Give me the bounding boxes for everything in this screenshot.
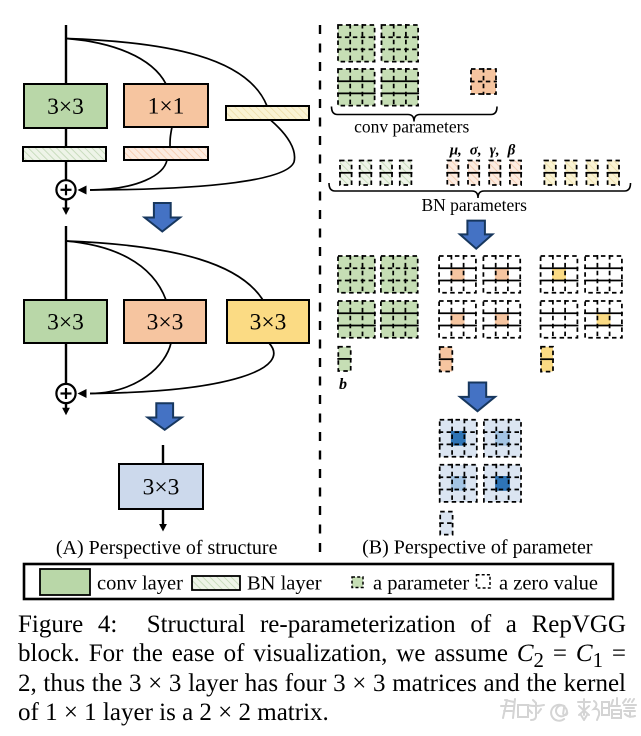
svg-text:μ, σ, γ, β: μ, σ, γ, β — [449, 143, 516, 159]
svg-text:3×3: 3×3 — [47, 94, 84, 120]
svg-text:b: b — [339, 376, 347, 393]
svg-text:1×1: 1×1 — [148, 94, 185, 120]
svg-text:(B) Perspective of parameter: (B) Perspective of parameter — [362, 537, 593, 559]
svg-text:BN parameters: BN parameters — [421, 195, 527, 215]
svg-text:conv layer: conv layer — [97, 573, 183, 595]
svg-text:3×3: 3×3 — [147, 310, 184, 336]
svg-text:3×3: 3×3 — [47, 310, 84, 336]
svg-text:3×3: 3×3 — [250, 310, 287, 336]
svg-text:a parameter: a parameter — [373, 573, 469, 595]
svg-text:3×3: 3×3 — [143, 475, 180, 501]
svg-text:BN layer: BN layer — [247, 573, 322, 595]
svg-text:a zero value: a zero value — [499, 573, 598, 595]
svg-text:conv parameters: conv parameters — [354, 117, 469, 137]
svg-text:(A) Perspective of structure: (A) Perspective of structure — [56, 537, 278, 559]
